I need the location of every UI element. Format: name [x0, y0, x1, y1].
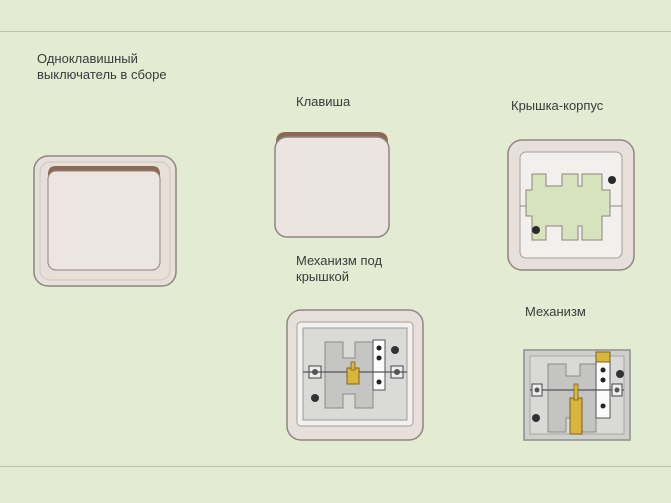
- cover-housing: [507, 139, 635, 271]
- top-divider: [0, 31, 671, 32]
- switch-key: [274, 132, 390, 238]
- screw-icon: [391, 346, 399, 354]
- mechanism: [523, 349, 631, 441]
- label-mechanism-under-cover: Механизм под крышкой: [296, 253, 383, 284]
- label-key: Клавиша: [296, 94, 351, 109]
- mechanism-under-cover: [286, 309, 424, 441]
- bottom-divider: [0, 466, 671, 467]
- label-mechanism: Механизм: [525, 304, 586, 319]
- screw-hole-icon: [608, 176, 616, 184]
- assembled-switch: [33, 155, 177, 287]
- screw-icon: [311, 394, 319, 402]
- screw-hole-icon: [532, 226, 540, 234]
- screw-icon: [532, 414, 540, 422]
- label-cover: Крышка-корпус: [511, 98, 604, 113]
- screw-icon: [616, 370, 624, 378]
- label-assembled-switch: Одноклавишный выключатель в сборе: [37, 51, 167, 82]
